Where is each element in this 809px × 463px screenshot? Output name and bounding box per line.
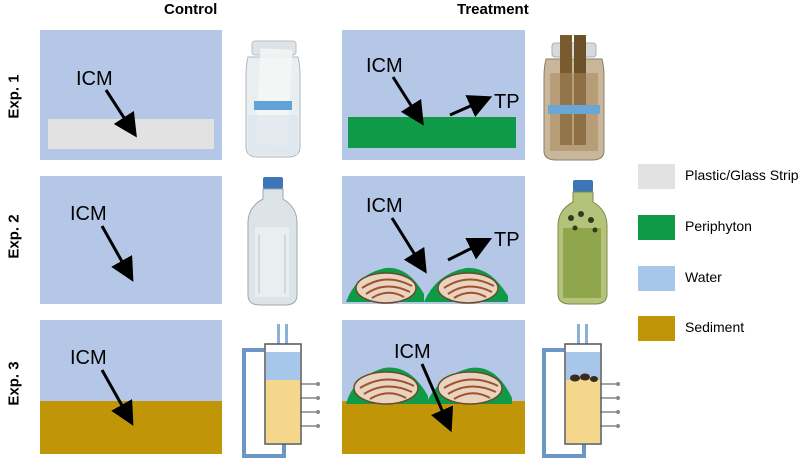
tp-label: TP: [494, 229, 520, 251]
icm-arrow: [100, 225, 134, 282]
exp3-treatment-panel: ICM: [342, 320, 525, 454]
mussel-shell: [346, 267, 424, 304]
mussel-shell: [346, 367, 428, 405]
exp1-control-photo: [245, 40, 301, 158]
icm-label: ICM: [366, 195, 403, 217]
exp3-control-panel: ICM: [40, 320, 222, 454]
legend-label-water: Water: [685, 269, 722, 285]
row-title-exp3: Exp. 3: [5, 361, 23, 406]
icm-label: ICM: [394, 341, 431, 363]
tp-arrow: [447, 237, 493, 262]
icm-arrow: [391, 76, 424, 126]
icm-label: ICM: [366, 55, 403, 77]
icm-arrow: [100, 369, 134, 426]
periphyton-strip: [348, 117, 516, 148]
legend-swatch-sediment: [638, 316, 675, 341]
legend-label-strip: Plastic/Glass Strip: [685, 167, 799, 183]
icm-label: ICM: [76, 68, 113, 90]
legend-swatch-periphyton: [638, 215, 675, 240]
exp2-control-photo: [247, 177, 298, 306]
icm-arrow: [104, 89, 137, 138]
icm-arrow: [420, 363, 454, 433]
row-title-exp1: Exp. 1: [5, 74, 23, 119]
icm-label: ICM: [70, 203, 107, 225]
tp-arrow: [449, 95, 493, 118]
icm-arrow: [390, 217, 427, 274]
column-title-treatment: Treatment: [457, 1, 529, 18]
legend-label-sediment: Sediment: [685, 319, 745, 335]
exp1-control-panel: ICM: [40, 30, 222, 160]
tp-label: TP: [494, 91, 520, 113]
exp3-treatment-core: [542, 324, 620, 458]
plastic-strip: [48, 119, 214, 149]
row-title-exp2: Exp. 2: [5, 214, 23, 259]
exp2-treatment-photo: [557, 180, 608, 305]
icm-label: ICM: [70, 347, 107, 369]
legend-label-periphyton: Periphyton: [685, 218, 752, 234]
exp1-treatment-panel: ICM TP: [342, 30, 525, 160]
sediment-layer: [342, 401, 525, 454]
legend-swatch-strip: [638, 164, 675, 189]
exp1-treatment-photo: [543, 35, 605, 161]
mussel-shell: [426, 367, 512, 405]
exp2-control-panel: ICM: [40, 176, 222, 304]
exp3-control-core: [242, 324, 320, 458]
sediment-layer: [40, 401, 222, 454]
column-title-control: Control: [164, 1, 218, 18]
mussel-shell: [424, 267, 508, 304]
legend-swatch-water: [638, 266, 675, 291]
exp2-treatment-panel: ICM TP: [342, 176, 525, 304]
